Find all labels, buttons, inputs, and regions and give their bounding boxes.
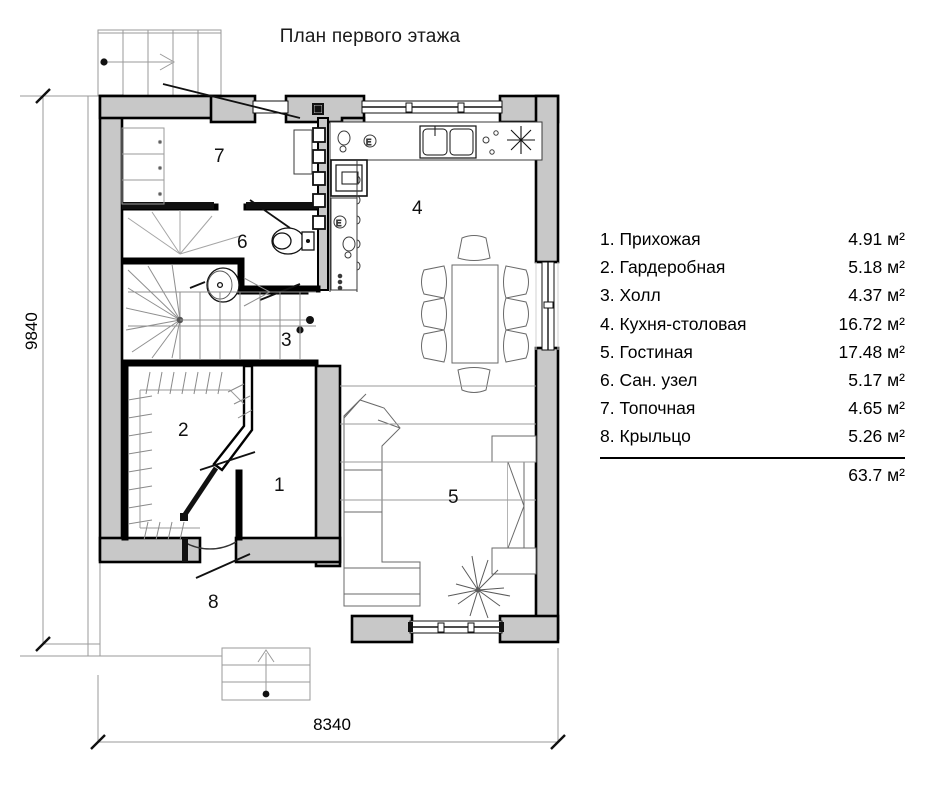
- legend-row: 2. Гардеробная 5.18 м²: [600, 253, 905, 281]
- legend-room-label: 3. Холл: [600, 285, 661, 306]
- dimension-tick-marks: [35, 88, 566, 750]
- legend-room-area: 4.65 м²: [848, 398, 905, 419]
- legend-room-area: 4.91 м²: [848, 229, 905, 249]
- window-bottom: [408, 620, 504, 634]
- legend-room-area: 16.72 м²: [838, 313, 905, 334]
- kitchen-furniture: E E: [293, 121, 543, 292]
- legend-total-row: 63.7 м²: [600, 462, 905, 488]
- room-number-3: 3: [281, 330, 292, 351]
- legend-room-area: 5.26 м²: [848, 426, 905, 447]
- dining-set: [421, 235, 529, 393]
- legend-room-label: 5. Гостиная: [600, 341, 693, 362]
- legend-room-area: 17.48 м²: [838, 341, 905, 362]
- room-number-6: 6: [237, 232, 248, 253]
- bathroom-fixtures: [206, 103, 324, 303]
- room-number-5: 5: [448, 487, 459, 508]
- room-legend: 1. Прихожая 4.91 м² 2. Гардеробная 5.18 …: [600, 225, 905, 488]
- legend-room-label: 7. Топочная: [600, 398, 696, 419]
- window-right: [535, 261, 559, 351]
- stair-origin-dot-top: [100, 58, 108, 66]
- staircase: [125, 210, 316, 360]
- legend-room-label: 6. Сан. узел: [600, 370, 698, 391]
- legend-row: 4. Кухня-столовая 16.72 м²: [600, 310, 905, 338]
- room-number-8: 8: [208, 592, 219, 613]
- page-title: План первого этажа: [279, 26, 461, 47]
- leader-lines: [162, 83, 301, 579]
- room-number-7: 7: [214, 146, 225, 167]
- room-number-1: 1: [274, 475, 285, 496]
- living-room-furniture: [343, 393, 537, 619]
- doors: [122, 202, 318, 562]
- wardrobe-angled-wall: [212, 364, 254, 472]
- legend-room-label: 1. Прихожая: [600, 229, 701, 249]
- legend-row: 7. Топочная 4.65 м²: [600, 394, 905, 422]
- legend-row: 6. Сан. узел 5.17 м²: [600, 366, 905, 394]
- svg-text:E: E: [366, 138, 371, 147]
- dimension-lines: [20, 95, 559, 743]
- legend-row: 3. Холл 4.37 м²: [600, 281, 905, 309]
- room-number-2: 2: [178, 420, 189, 441]
- boiler-room-fixtures: [121, 127, 165, 205]
- legend-room-area: 5.17 м²: [848, 370, 905, 391]
- legend-row: 1. Прихожая 4.91 м²: [600, 225, 905, 253]
- wardrobe-shelving: [127, 371, 253, 541]
- legend-room-area: 5.18 м²: [848, 257, 905, 278]
- walls: [98, 94, 560, 644]
- legend-row: 8. Крыльцо 5.26 м²: [600, 422, 905, 450]
- legend-divider: [600, 456, 905, 459]
- legend-total-area: 63.7 м²: [848, 464, 905, 485]
- legend-room-area: 4.37 м²: [848, 285, 905, 306]
- legend-room-label: 4. Кухня-столовая: [600, 313, 747, 334]
- dimension-label-vertical: 9840: [22, 312, 41, 350]
- room-number-4: 4: [412, 198, 423, 219]
- plant-icon: [447, 555, 511, 619]
- legend-row: 5. Гостиная 17.48 м²: [600, 338, 905, 366]
- exterior-stair-bottom: [221, 647, 311, 701]
- svg-text:E: E: [336, 219, 341, 228]
- hallway-details: [340, 385, 536, 501]
- stair-origin-dot-bottom: [262, 690, 270, 698]
- dimension-label-horizontal: 8340: [313, 715, 351, 734]
- legend-room-label: 2. Гардеробная: [600, 257, 726, 278]
- legend-room-label: 8. Крыльцо: [600, 426, 691, 447]
